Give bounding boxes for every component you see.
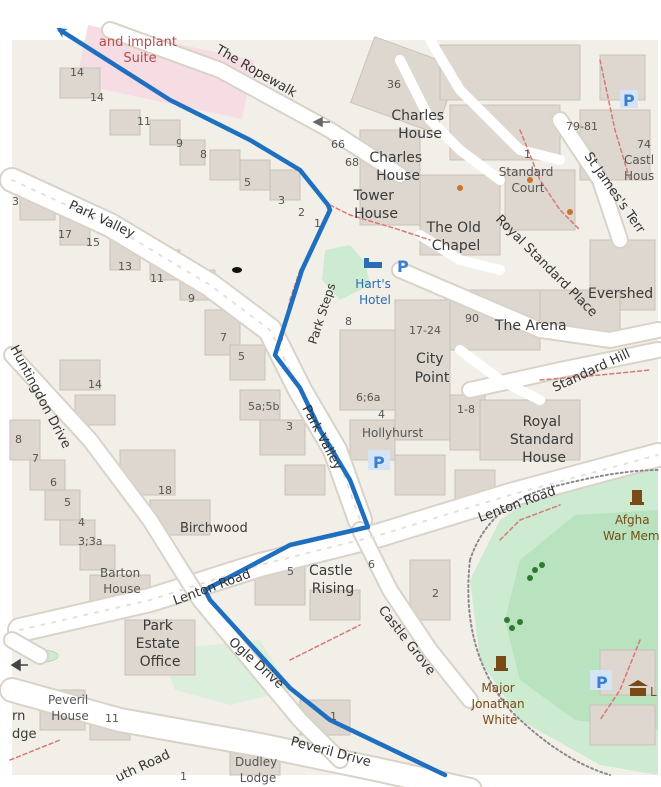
label-evershed: Evershed — [588, 286, 653, 302]
house-number: 2 — [432, 587, 439, 600]
label-royal-standard-house: Royal Standard House — [510, 414, 578, 466]
house-number: 4 — [378, 408, 385, 421]
house-number: 14 — [70, 66, 84, 79]
house-number: 90 — [465, 312, 479, 325]
label-tower-house: Tower House — [352, 188, 398, 222]
house-number: 1 — [524, 148, 531, 161]
label-afghan-war-memorial: Afgha War Mem — [603, 513, 660, 543]
house-number: 14 — [88, 378, 102, 391]
house-number: 1 — [180, 770, 187, 783]
house-number: 6;6a — [356, 391, 380, 404]
label-castle-rising: Castle Rising — [309, 563, 357, 597]
house-number: 9 — [188, 292, 195, 305]
parking-icon: P — [596, 673, 608, 692]
hotel-bed-icon — [364, 258, 382, 268]
label-old-chapel: The Old Chapel — [426, 220, 486, 254]
house-number: 3 — [278, 194, 285, 207]
label-implant-suite: and implant Suite — [99, 35, 181, 66]
label-barton-house: Barton House — [100, 566, 144, 596]
house-number: 66 — [331, 138, 345, 151]
house-number: 9 — [176, 137, 183, 150]
parking-icon: P — [373, 453, 385, 472]
house-number: 79-81 — [566, 120, 598, 133]
house-number: 8 — [345, 315, 352, 328]
label-harts-hotel: Hart's Hotel — [355, 277, 394, 307]
house-number: 1 — [330, 710, 337, 723]
house-number: 68 — [345, 156, 359, 169]
label-major-jonathan-white: Major Jonathan White — [471, 681, 529, 727]
house-number: 6 — [50, 476, 57, 489]
house-number: 17 — [58, 228, 72, 241]
parking-icon: P — [397, 257, 409, 276]
label-the-arena: The Arena — [494, 318, 567, 334]
house-number: 11 — [150, 272, 164, 285]
parking-icon: P — [623, 91, 635, 110]
parking-areas — [368, 90, 638, 690]
label-city-point: City Point — [415, 351, 450, 386]
house-number: 18 — [158, 484, 172, 497]
house-number: 7 — [220, 331, 227, 344]
label-park-estate-office: Park Estate Office — [136, 618, 185, 670]
label-birchwood: Birchwood — [180, 521, 248, 536]
walking-route[interactable] — [56, 27, 448, 778]
memorial-icon — [630, 490, 644, 505]
house-number: 5 — [238, 350, 245, 363]
house-number: 5 — [64, 496, 71, 509]
marker-dot — [567, 209, 573, 215]
house-number: 74 — [637, 138, 651, 151]
house-number: 3 — [12, 195, 19, 208]
house-number: 3 — [286, 420, 293, 433]
house-number: 11 — [137, 115, 151, 128]
museum-icon — [628, 680, 648, 696]
memorial-icon — [494, 656, 508, 671]
house-number: 7 — [32, 452, 39, 465]
label-charles-house-2: Charles House — [369, 150, 426, 184]
house-number: 15 — [86, 236, 100, 249]
house-number: 5a;5b — [248, 400, 279, 413]
left-arrow-icon — [10, 658, 28, 672]
black-mark — [232, 267, 242, 273]
implant-suite-area — [75, 24, 255, 120]
house-number: 8 — [15, 433, 22, 446]
marker-dot — [457, 185, 463, 191]
road-network — [0, 21, 661, 787]
house-number: 6 — [368, 558, 375, 571]
house-number: 3;3a — [78, 535, 102, 548]
house-number: 17-24 — [409, 324, 441, 337]
house-number: 1 — [314, 217, 321, 230]
marker-dot — [527, 177, 533, 183]
label-memorial-partial: L — [650, 685, 657, 699]
label-charles-house-1: Charles House — [391, 108, 448, 142]
house-number: 1-8 — [457, 403, 475, 416]
house-number: 14 — [90, 91, 104, 104]
label-castle-house-partial: Castl Hous — [624, 153, 658, 183]
tree-icons — [504, 562, 545, 631]
house-number: 36 — [387, 78, 401, 91]
label-hollyhurst: Hollyhurst — [362, 426, 424, 440]
label-lodge-partial: rn dge — [12, 709, 37, 742]
house-number: 4 — [78, 516, 85, 529]
house-number: 5 — [244, 176, 251, 189]
house-number: 2 — [298, 206, 305, 219]
house-number: 8 — [200, 148, 207, 161]
label-standard-court: Standard Court — [499, 165, 557, 195]
oneway-arrow-icon — [312, 116, 330, 128]
label-peveril-house: Peveril House — [48, 693, 92, 723]
house-number: 5 — [287, 565, 294, 578]
house-number: 13 — [118, 260, 132, 273]
label-dudley-lodge: Dudley Lodge — [235, 755, 281, 785]
house-number: 11 — [105, 712, 119, 725]
park-steps-garden — [322, 245, 370, 300]
